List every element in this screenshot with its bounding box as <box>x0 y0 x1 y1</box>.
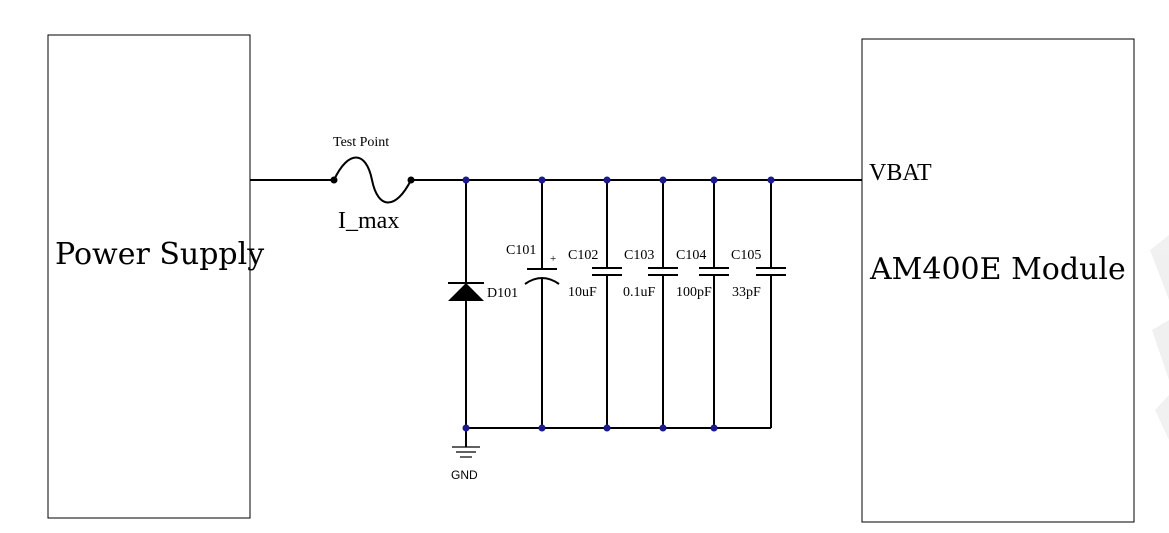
fuse-test-point <box>330 156 415 204</box>
c104-value: 33pF <box>732 285 761 300</box>
c101-polarity-mark: + <box>550 253 556 265</box>
test-point-label: Test Point <box>333 135 389 150</box>
capacitor-c103 <box>648 180 678 428</box>
c101-value: 10uF <box>568 285 597 300</box>
capacitor-c105 <box>756 180 786 428</box>
i-max-label: I_max <box>338 208 399 234</box>
capacitor-c101 <box>524 180 560 428</box>
c105-designator: C105 <box>731 248 761 263</box>
ground-symbol <box>452 428 480 458</box>
junction-dots <box>462 176 775 432</box>
capacitor-c102 <box>592 180 622 428</box>
c103-value: 100pF <box>676 285 712 300</box>
module-block <box>861 38 1135 523</box>
c101-designator: C101 <box>506 243 536 258</box>
gnd-label: GND <box>451 468 478 482</box>
c102-designator: C102 <box>568 248 598 263</box>
c104-designator: C104 <box>676 248 706 263</box>
diode-d101 <box>448 180 484 428</box>
power-supply-block <box>47 34 251 519</box>
watermark-fragment <box>1150 235 1169 440</box>
capacitor-c104 <box>699 180 729 428</box>
module-label: AM400E Module <box>869 252 1126 287</box>
vbat-pin-label: VBAT <box>869 160 932 186</box>
c103-designator: C103 <box>624 248 654 263</box>
d101-label: D101 <box>487 286 518 301</box>
c102-value: 0.1uF <box>623 285 656 300</box>
power-supply-label: Power Supply <box>55 237 264 272</box>
